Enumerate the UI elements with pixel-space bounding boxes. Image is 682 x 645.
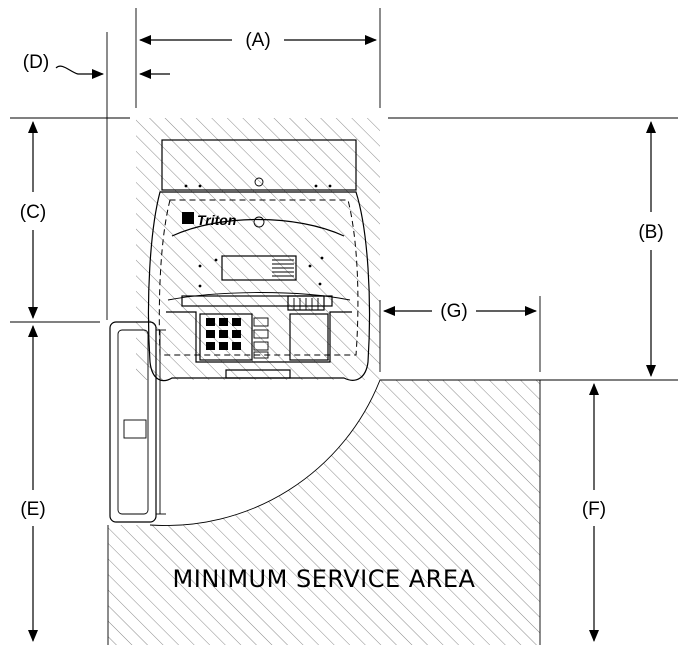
dimension-label-c: (C) <box>20 202 46 223</box>
svg-text:Triton: Triton <box>197 212 236 228</box>
extension-lines <box>10 8 678 381</box>
atm-unit-top-view: Triton <box>147 139 371 382</box>
dimension-label-g: (G) <box>440 301 467 322</box>
dimension-label-e: (E) <box>20 499 45 520</box>
brand-logo: Triton <box>182 212 236 228</box>
display-screen <box>221 255 297 281</box>
dimension-label-d: (D) <box>23 52 49 73</box>
open-door <box>109 321 166 523</box>
dimension-label-a: (A) <box>245 30 270 51</box>
dimension-label-b: (B) <box>638 222 663 243</box>
minimum-service-area-label: MINIMUM SERVICE AREA <box>173 565 476 593</box>
dimension-label-f: (F) <box>582 499 606 520</box>
service-area-hatch <box>107 118 541 645</box>
dimension-arrows <box>28 35 656 642</box>
keypad <box>199 313 269 361</box>
